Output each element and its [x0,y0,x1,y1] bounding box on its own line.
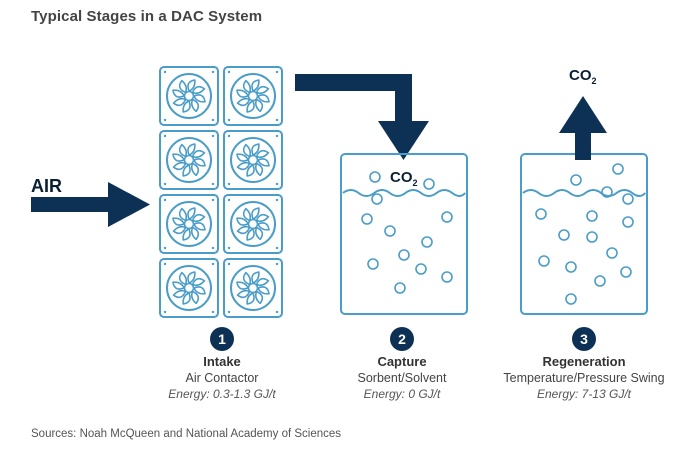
bubble [612,163,624,175]
stage-number-1: 1 [210,327,234,351]
bubble [441,211,453,223]
wave-icon [522,189,646,197]
bubble [594,275,606,287]
arrow-down-icon [295,74,429,160]
air-label: AIR [31,176,62,196]
bubble [606,247,618,259]
fan-icon [223,258,283,318]
bubble [558,229,570,241]
bubble [415,263,427,275]
stage-subtitle: Sorbent/Solvent [357,371,447,385]
co2-capture-label: CO2 [390,169,418,188]
stage-number-3: 3 [572,327,596,351]
source-note: Sources: Noah McQueen and National Acade… [31,428,342,440]
fan-icon [159,258,219,318]
bubble [565,293,577,305]
arrow-right-icon [31,182,150,227]
capture-tank [340,153,468,315]
bubble [369,171,381,183]
stage-capture: Capture Sorbent/Solvent Energy: 0 GJ/t [292,353,512,402]
bubble [423,178,435,190]
bubble [622,193,634,205]
bubble [361,213,373,225]
page-title: Typical Stages in a DAC System [31,8,263,25]
fan-icon [159,66,219,126]
fan-icon [223,130,283,190]
stage-name: Regeneration [542,354,626,369]
bubble [538,255,550,267]
bubble [622,216,634,228]
regeneration-tank [520,153,648,315]
stage-energy: Energy: 0.3-1.3 GJ/t [168,387,276,401]
bubble [565,261,577,273]
bubble [620,266,632,278]
stage-name: Intake [203,354,241,369]
stage-intake: Intake Air Contactor Energy: 0.3-1.3 GJ/… [112,353,332,402]
stage-name: Capture [377,354,427,369]
air-contactor-fans [159,66,283,318]
bubble [421,236,433,248]
fan-icon [159,194,219,254]
bubble [367,258,379,270]
bubble [371,193,383,205]
bubble [586,231,598,243]
fan-icon [223,66,283,126]
wave-icon [342,189,466,197]
bubble [535,208,547,220]
arrow-up-icon [559,96,607,160]
stage-energy: Energy: 0 GJ/t [363,387,441,401]
bubble [586,210,598,222]
stage-subtitle: Air Contactor [185,371,259,385]
stage-number-2: 2 [390,327,414,351]
fan-icon [223,194,283,254]
bubble [394,282,406,294]
bubble [398,249,410,261]
bubble [570,174,582,186]
fan-icon [159,130,219,190]
bubble [441,271,453,283]
stage-subtitle: Temperature/Pressure Swing [503,371,665,385]
co2-release-label: CO2 [569,67,597,86]
bubble-icon [361,171,453,294]
bubble [601,186,613,198]
bubble [384,225,396,237]
bubble-icon [535,163,634,305]
stage-energy: Energy: 7-13 GJ/t [536,387,632,401]
stage-regeneration: Regeneration Temperature/Pressure Swing … [474,353,694,402]
